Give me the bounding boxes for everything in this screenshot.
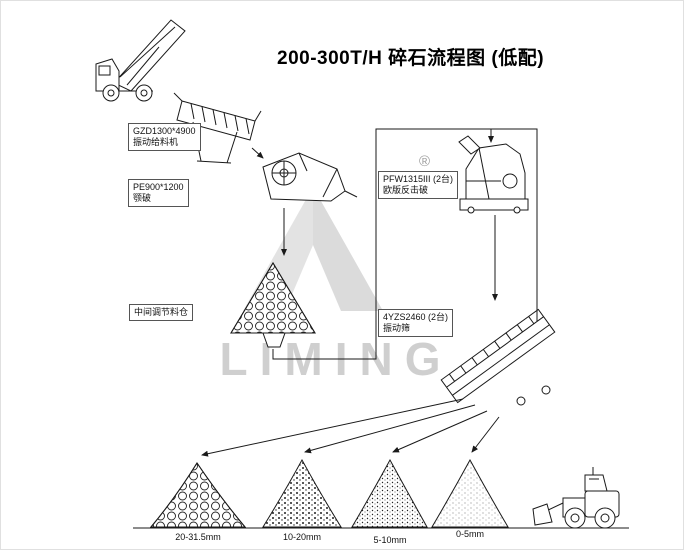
feeder-name: 振动给料机 [133, 137, 179, 147]
output-pile-illustration [431, 458, 509, 528]
output-pile-label: 0-5mm [455, 529, 485, 539]
surge-bin-name: 中间调节料仓 [134, 307, 189, 317]
jaw-crusher-model: PE900*1200 [133, 182, 184, 192]
output-piles [149, 458, 509, 528]
vibrating-feeder-illustration [173, 92, 262, 164]
wheel-loader-illustration [532, 467, 620, 529]
dump-truck-illustration [95, 19, 186, 102]
registered-trademark-icon: ® [419, 153, 430, 170]
jaw-crusher-label: PE900*1200 颚破 [128, 179, 189, 207]
feeder-label: GZD1300*4900 振动给料机 [128, 123, 201, 151]
vibrating-screen-name: 振动筛 [383, 323, 411, 333]
impact-crusher-label: PFW1315III (2台) 欧版反击破 [378, 171, 459, 199]
vibrating-screen-model: 4YZS2460 (2台) [383, 312, 449, 322]
surge-bin-label: 中间调节料仓 [129, 304, 194, 321]
page-title: 200-300T/H 碎石流程图 (低配) [277, 48, 545, 69]
output-pile-illustration [149, 462, 247, 528]
impact-crusher-illustration [458, 135, 529, 214]
flow-lines [201, 128, 538, 457]
jaw-crusher-illustration [262, 152, 358, 202]
output-pile-illustration [262, 458, 342, 528]
impact-crusher-name: 欧版反击破 [383, 185, 429, 195]
output-pile-label: 10-20mm [282, 532, 322, 542]
vibrating-screen-label: 4YZS2460 (2台) 振动筛 [378, 309, 454, 337]
jaw-crusher-name: 颚破 [133, 193, 152, 203]
impact-crusher-model: PFW1315III (2台) [383, 174, 454, 184]
output-pile-label: 5-10mm [373, 535, 407, 545]
vibrating-screen-illustration [440, 308, 556, 406]
output-pile-label: 20-31.5mm [175, 532, 221, 542]
output-pile-illustration [351, 458, 428, 528]
stockpile-illustration [230, 262, 316, 348]
feeder-model: GZD1300*4900 [133, 126, 196, 136]
